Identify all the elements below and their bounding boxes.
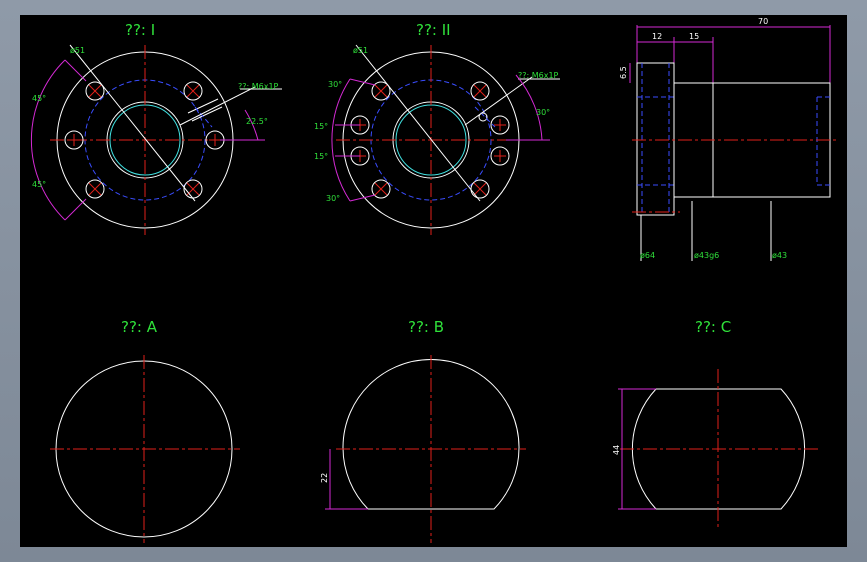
- dim-shaft2-dia-label: ø43: [772, 251, 787, 260]
- angle-arc-left: [30, 59, 66, 221]
- drawing-canvas: ??: I: [20, 15, 847, 547]
- view-ii-angle-right: 30°: [536, 108, 550, 117]
- dim-b-label: 22: [320, 473, 329, 483]
- view-b-title: ??: B: [408, 318, 444, 336]
- view-ii-angle-b: 15°: [314, 122, 328, 131]
- section-c-outline: [631, 388, 806, 510]
- dim-shaft1-dia-label: ø43g6: [694, 251, 719, 260]
- bolt-hole: [490, 146, 510, 166]
- section-b-outline: [342, 359, 520, 510]
- thread-leader: [179, 86, 256, 126]
- dia-leader: [355, 44, 481, 202]
- view-a-title: ??: A: [121, 318, 158, 336]
- view-ii-angle-d: 30°: [326, 194, 340, 203]
- view-ii: ??: II: [314, 21, 560, 235]
- dim-c-label: 44: [612, 445, 621, 455]
- view-ii-title: ??: II: [416, 21, 451, 39]
- dim-seg1-label: 12: [652, 32, 662, 41]
- view-i-title: ??: I: [125, 21, 155, 39]
- bolt-hole: [490, 115, 510, 135]
- bolt-hole: [64, 130, 84, 150]
- view-i-dia-label: ø51: [70, 46, 85, 55]
- thread-leader: [464, 76, 533, 126]
- view-ii-angle-c: 15°: [314, 152, 328, 161]
- view-i: ??: I: [30, 21, 282, 235]
- bolt-hole: [85, 81, 105, 101]
- cad-drawing: ??: I: [30, 17, 838, 543]
- oil-hole: [187, 98, 223, 128]
- view-ii-dia-label: ø51: [353, 46, 368, 55]
- bolt-hole: [371, 81, 391, 101]
- flange-outline: [636, 62, 675, 216]
- view-c-title: ??: C: [695, 318, 731, 336]
- dim-seg2-label: 15: [689, 32, 699, 41]
- view-i-thread-label: ??: M6x1P: [238, 82, 279, 91]
- dim-height-small-label: 6.5: [619, 66, 628, 79]
- oil-hole: [474, 106, 496, 128]
- view-i-angle-top: 45°: [32, 94, 46, 103]
- dia-leader: [69, 44, 196, 202]
- angle-arc-right: [515, 74, 543, 141]
- view-c: ??: C 44: [612, 318, 820, 529]
- bolt-hole: [183, 81, 203, 101]
- view-i-angle-bottom: 45°: [32, 180, 46, 189]
- dim-overall-label: 70: [758, 17, 768, 26]
- view-ii-thread-label: ??: M6x1P: [518, 71, 559, 80]
- angle-arc-left: [331, 78, 351, 202]
- view-a: ??: A: [50, 318, 240, 543]
- view-b: ??: B 22: [320, 318, 526, 543]
- bolt-hole: [85, 179, 105, 199]
- bolt-hole: [470, 81, 490, 101]
- view-ii-angle-a: 30°: [328, 80, 342, 89]
- side-view: 70 12 15 6.5 ø64 ø43g6 ø43: [619, 17, 838, 261]
- dim-flange-dia-label: ø64: [640, 251, 655, 260]
- bolt-hole: [371, 179, 391, 199]
- view-i-angle-right: 22.5°: [246, 117, 268, 126]
